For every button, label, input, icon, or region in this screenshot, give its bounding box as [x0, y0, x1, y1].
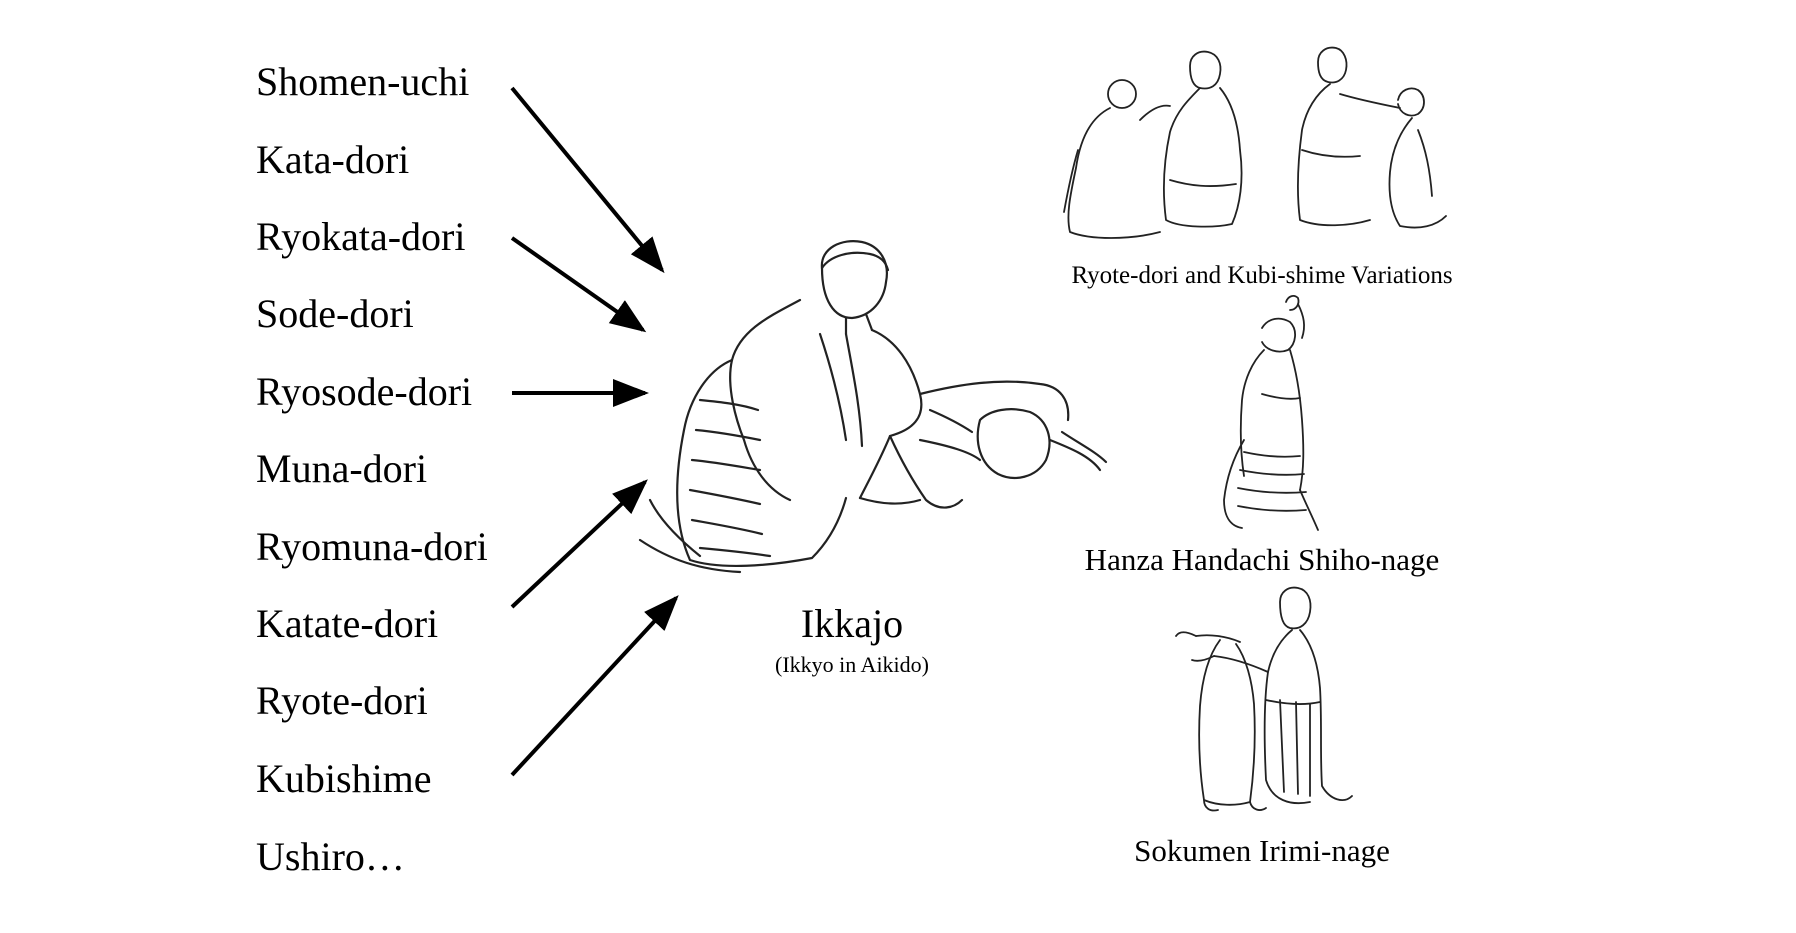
attack-label-kubishime: Kubishime: [256, 756, 432, 801]
attack-label-ryote-dori: Ryote-dori: [256, 678, 428, 723]
ryote-dori-kubishime-illustration: [1063, 46, 1447, 239]
arrows: [510, 86, 679, 777]
ikkajo-subtitle: (Ikkyo in Aikido): [775, 652, 929, 677]
arrow-1: [510, 86, 665, 274]
attack-label-ushiro: Ushiro…: [256, 834, 405, 879]
ikkajo-title: Ikkajo: [800, 601, 904, 646]
irimi-nage-illustration: [1175, 586, 1353, 812]
variation-caption-ryote-kubishime: Ryote-dori and Kubi-shime Variations: [1071, 262, 1453, 289]
attack-label-muna-dori: Muna-dori: [256, 446, 428, 491]
arrow-4: [510, 479, 648, 609]
attack-label-kata-dori: Kata-dori: [256, 137, 410, 182]
attack-label-sode-dori: Sode-dori: [256, 291, 414, 336]
ikkajo-illustration: [638, 240, 1108, 574]
attack-label-shomen-uchi: Shomen-uchi: [256, 59, 470, 104]
attack-label-katate-dori: Katate-dori: [256, 601, 439, 646]
shiho-nage-illustration: [1223, 295, 1319, 531]
arrow-5: [510, 595, 679, 777]
attack-label-ryomuna-dori: Ryomuna-dori: [256, 524, 488, 569]
variation-caption-shiho-nage: Hanza Handachi Shiho-nage: [1084, 542, 1440, 577]
attack-label-ryokata-dori: Ryokata-dori: [256, 214, 466, 259]
variation-caption-irimi-nage: Sokumen Irimi-nage: [1134, 833, 1390, 868]
attack-label-ryosode-dori: Ryosode-dori: [256, 369, 473, 414]
arrow-2: [510, 236, 647, 333]
